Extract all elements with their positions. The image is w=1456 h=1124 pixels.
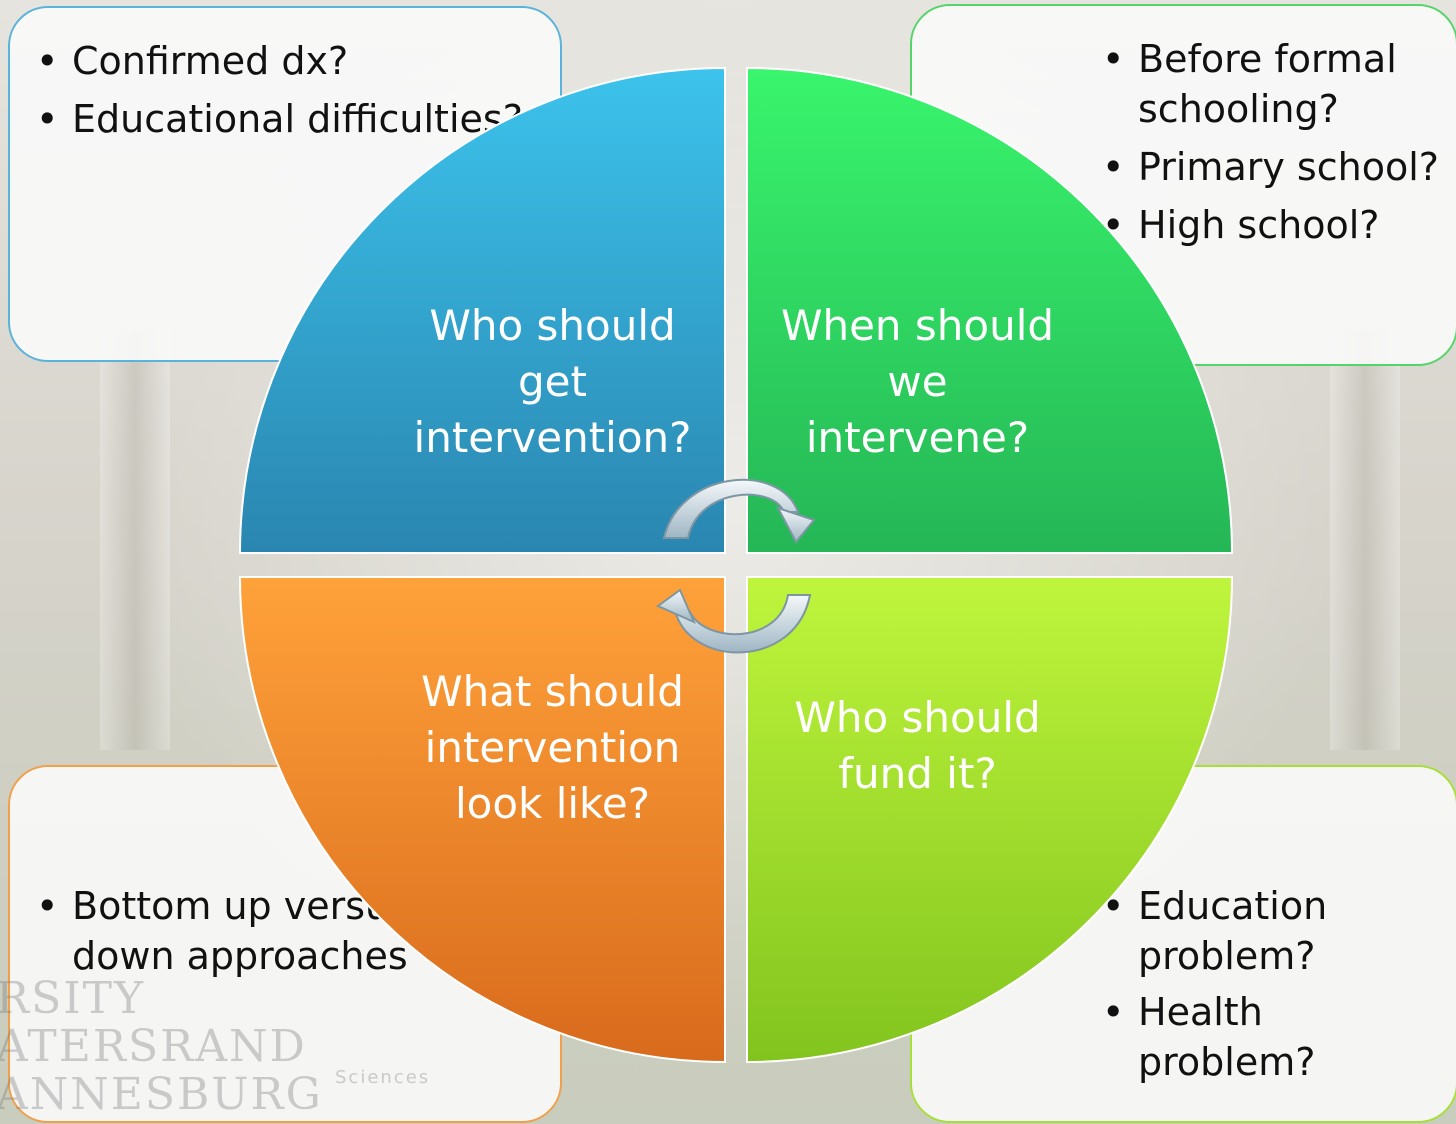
list-item: •Before formal schooling? [1102,34,1446,134]
list-item: •Health problem? [1102,987,1446,1087]
quadrant-label-who-should-fund: Who should fund it? [794,693,1041,798]
cycle-arrow-bottom-icon [656,588,812,654]
list-item: •Confirmed dx? [36,36,540,86]
university-logo-watermark: RSITY ATERSRAND ANNESBURG [0,973,323,1120]
quadrant-label-who-should-get: Who should get intervention? [413,301,692,462]
background-column [1330,330,1400,750]
bullet: • [1102,990,1125,1034]
quadrant-bottom-right [746,576,1234,1064]
list-item: •High school? [1102,200,1446,250]
bullet: • [1102,37,1125,81]
quadrant-label-when-should: When should we intervene? [780,301,1055,462]
list-item: •Educational difficulties? [36,94,540,144]
quadrant-top-right [746,66,1234,554]
bullet: • [36,884,59,928]
background-column [100,330,170,750]
faculty-logo-watermark: Sciences [335,1067,431,1088]
quadrant-top-left [238,66,726,554]
list-item: •Primary school? [1102,142,1446,192]
list-item: •Education problem? [1102,881,1446,981]
quadrant-label-what-should: What should intervention look like? [421,667,684,828]
cycle-arrow-top-icon [662,478,816,544]
bullet: • [36,39,59,83]
quadrant-bottom-left [238,576,726,1064]
bullet: • [1102,145,1125,189]
bullet: • [36,97,59,141]
